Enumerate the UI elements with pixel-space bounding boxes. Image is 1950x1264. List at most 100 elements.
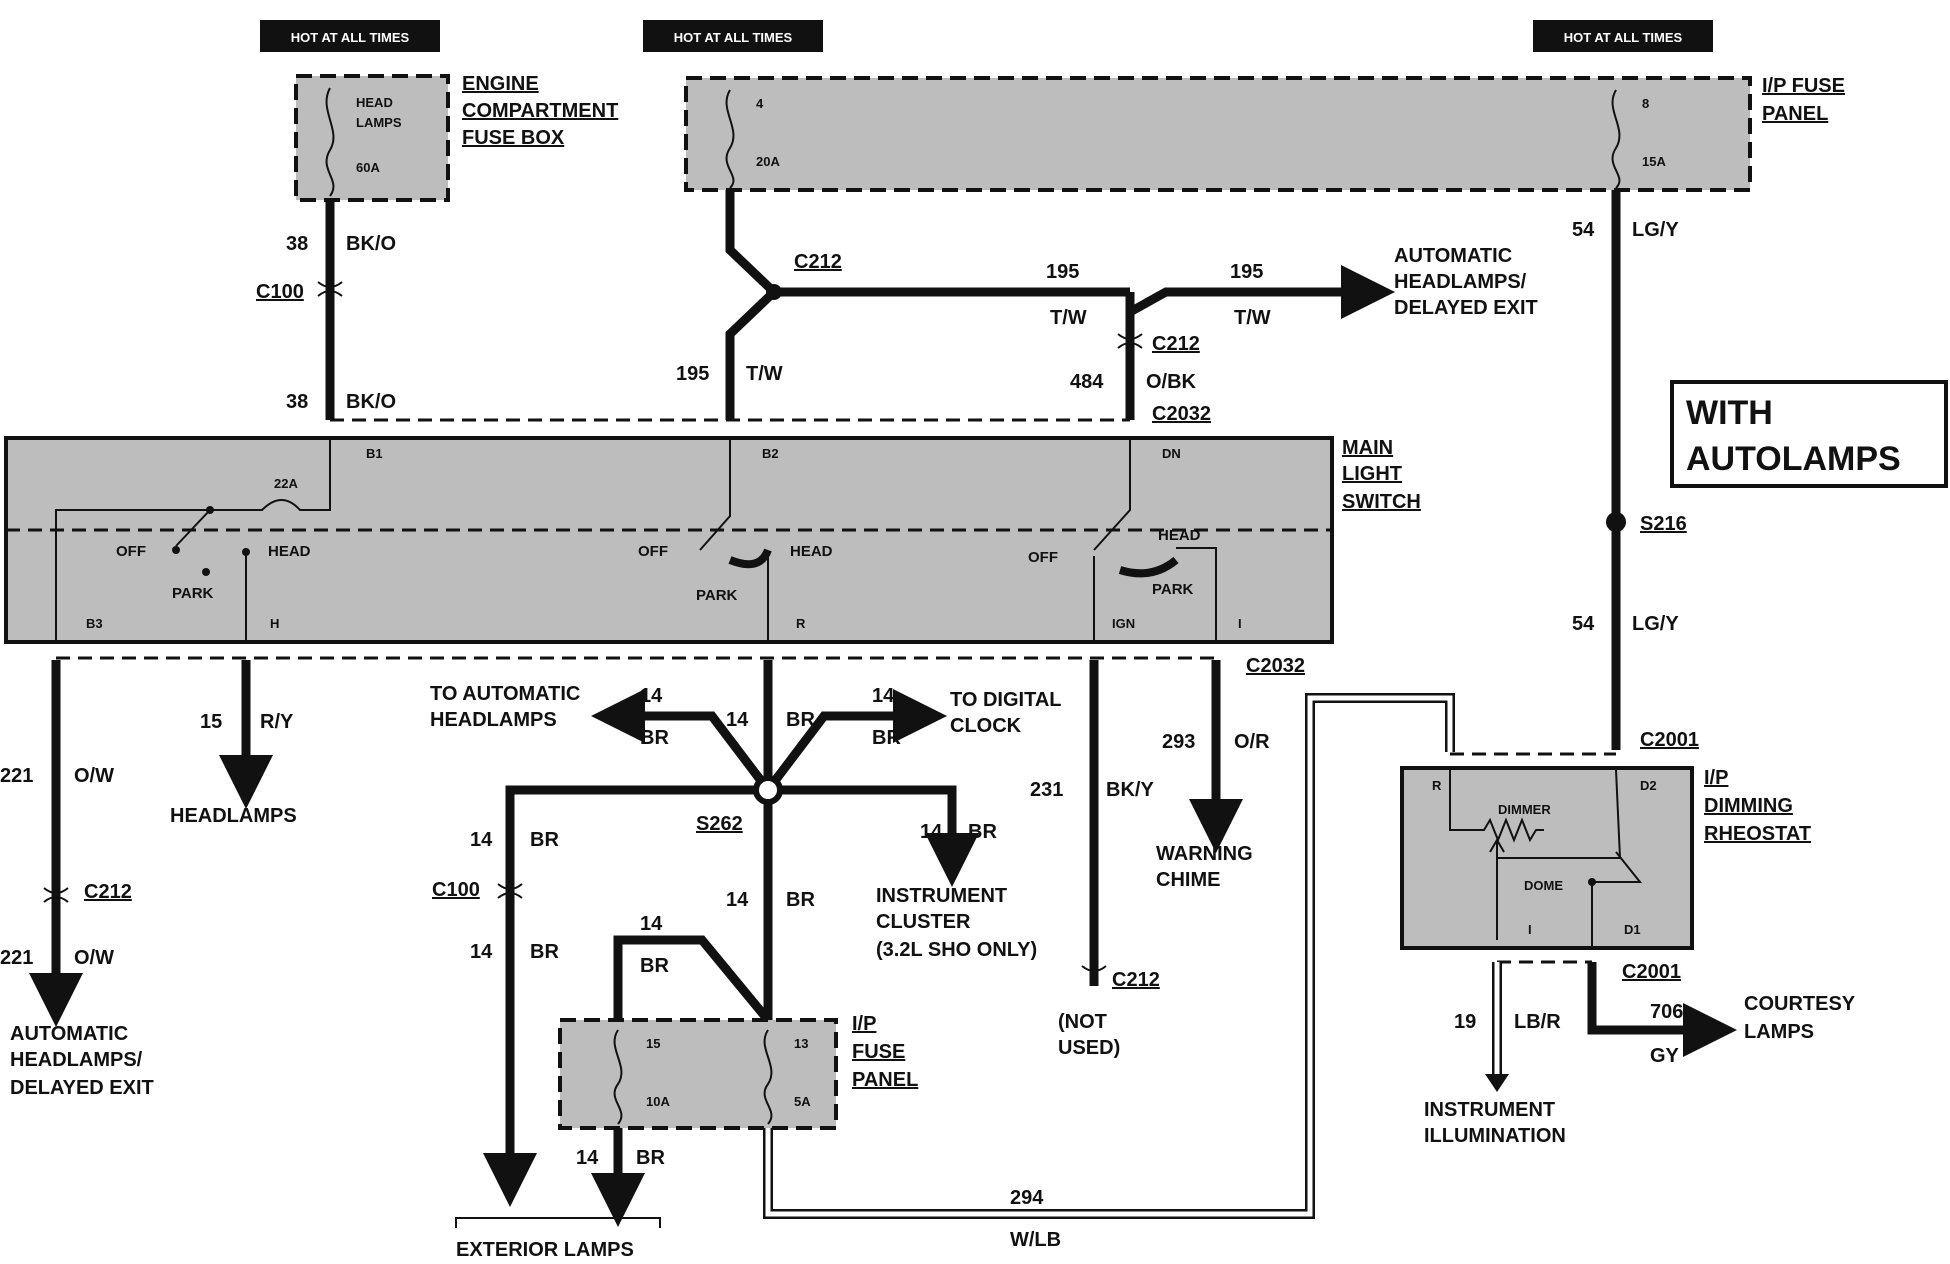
wire-221-label-top: 221	[0, 765, 33, 787]
autolamps-badge	[1670, 380, 1948, 488]
wire-14-label-auto: 14	[640, 685, 663, 707]
wire-gy-label: GY	[1650, 1045, 1680, 1067]
switch-mid-head-bar	[728, 548, 772, 569]
switch-right-contact	[1093, 438, 1131, 551]
wire-14-label-trunk: 14	[726, 709, 749, 731]
fuse-4-rating: 20A	[756, 154, 780, 169]
engine-fuse-box-name-1: ENGINE	[462, 73, 539, 95]
pin-d2-label: D2	[1640, 778, 1657, 793]
wire-38-label-bottom: 38	[286, 391, 308, 413]
wire-br-label-cluster: BR	[968, 821, 997, 843]
wire-br-label-auto: BR	[640, 727, 669, 749]
dest-auto-exit-left-1: AUTOMATIC	[10, 1023, 128, 1045]
wire-14-br-to-clock	[764, 689, 947, 793]
wire-706-label: 706	[1650, 1001, 1683, 1023]
dest-to-auto-1: TO AUTOMATIC	[430, 683, 580, 705]
fuse-4-icon	[725, 89, 735, 189]
switch-ign-i-paths	[1093, 547, 1217, 640]
wire-54-label-bottom: 54	[1572, 613, 1595, 635]
wire-br-label-jumper: BR	[640, 955, 669, 977]
rheostat-resistor-icon	[1449, 770, 1544, 843]
dest-to-clock-2: CLOCK	[950, 715, 1022, 737]
c212-label-notused: C212	[1112, 969, 1160, 991]
dest-courtesy-1: COURTESY	[1744, 993, 1856, 1015]
c100-label-bottom: C100	[432, 879, 480, 901]
wire-195-tw-right	[1127, 265, 1395, 319]
fuse-8-number: 8	[1642, 96, 1649, 111]
wire-706-gy	[1587, 962, 1737, 1057]
wire-br-label-trunk: BR	[786, 709, 815, 731]
wire-lgy-label-bottom: LG/Y	[1632, 613, 1679, 635]
c100-connector-bottom-icon	[497, 883, 523, 899]
fuse-head-label: HEAD	[356, 95, 393, 110]
wire-15-label: 15	[200, 711, 222, 733]
wire-lgy-label-top: LG/Y	[1632, 219, 1679, 241]
switch-mid-park-label: PARK	[696, 587, 738, 604]
wire-br-label-ext-top: BR	[530, 829, 559, 851]
pin-b3-label: B3	[86, 616, 103, 631]
dome-switch-icon	[1592, 851, 1643, 883]
wire-231-label: 231	[1030, 779, 1063, 801]
wire-14-label-ext-bottom: 14	[576, 1147, 599, 1169]
pin-dn-label: DN	[1162, 446, 1181, 461]
dome-label: DOME	[1524, 878, 1563, 893]
dest-to-auto-2: HEADLAMPS	[430, 709, 557, 731]
wire-br-label-fuse13: BR	[786, 889, 815, 911]
wire-38-label-top: 38	[286, 233, 308, 255]
exterior-lamps-bracket	[455, 1217, 661, 1228]
dest-chime-1: WARNING	[1156, 843, 1253, 865]
main-switch-name-2: LIGHT	[1342, 463, 1402, 485]
s216-splice	[1606, 512, 1626, 532]
wire-bko-label-top: BK/O	[346, 233, 396, 255]
wire-195-tw-left	[725, 190, 781, 420]
pin-i-dim-label: I	[1528, 922, 1532, 937]
c212-label-left: C212	[84, 881, 132, 903]
dimming-name-1: I/P	[1704, 767, 1728, 789]
dest-courtesy-2: LAMPS	[1744, 1021, 1814, 1043]
wire-14-label-cluster: 14	[920, 821, 943, 843]
switch-right-off-label: OFF	[1028, 549, 1058, 566]
wire-bko-label-bottom: BK/O	[346, 391, 396, 413]
fuse-4-number: 4	[756, 96, 764, 111]
dest-auto-exit-top-2: HEADLAMPS/	[1394, 271, 1527, 293]
dest-not-used-1: (NOT	[1058, 1011, 1107, 1033]
wire-484-label: 484	[1070, 371, 1104, 393]
wire-br-label-ext-bottom: BR	[636, 1147, 665, 1169]
hot-label-ip-fuse-4: HOT AT ALL TIMES	[643, 20, 823, 52]
wire-or-label: O/R	[1234, 731, 1270, 753]
fuse-60a-label: 60A	[356, 160, 380, 175]
wire-lbr-label: LB/R	[1514, 1011, 1561, 1033]
wire-ow-label-top: O/W	[74, 765, 114, 787]
wire-54-label-top: 54	[1572, 219, 1595, 241]
wire-14-br-exterior-left	[483, 785, 768, 1207]
wire-14-label-ext-mid: 14	[470, 941, 493, 963]
svg-text:HOT AT ALL TIMES: HOT AT ALL TIMES	[1564, 30, 1683, 45]
switch-left-off-label: OFF	[116, 543, 146, 560]
dest-cluster-3: (3.2L SHO ONLY)	[876, 939, 1037, 961]
ip-fuse-bottom-name-2: FUSE	[852, 1041, 905, 1063]
dimming-name-3: RHEOSTAT	[1704, 823, 1811, 845]
dest-headlamps: HEADLAMPS	[170, 805, 297, 827]
fuse-8-rating: 15A	[1642, 154, 1666, 169]
dest-to-clock-1: TO DIGITAL	[950, 689, 1061, 711]
dest-illum-2: ILLUMINATION	[1424, 1125, 1566, 1147]
dest-cluster-1: INSTRUMENT	[876, 885, 1007, 907]
wire-tw-label-right: T/W	[1234, 307, 1271, 329]
switch-left-park-label: PARK	[172, 585, 214, 602]
dimmer-label: DIMMER	[1498, 802, 1551, 817]
pin-h-label: H	[270, 616, 279, 631]
c100-connector-top-icon	[317, 281, 343, 297]
hot-label-engine: HOT AT ALL TIMES	[260, 20, 440, 52]
wire-14-br-cluster	[768, 785, 979, 887]
s216-label: S216	[1640, 513, 1687, 535]
s262-label: S262	[696, 813, 743, 835]
dest-exterior-lamps: EXTERIOR LAMPS	[456, 1239, 634, 1261]
c212-connector-mid-icon	[1117, 333, 1143, 349]
wire-br-label-ext-mid: BR	[530, 941, 559, 963]
wire-14-label-jumper: 14	[640, 913, 663, 935]
wire-14-label-fuse13: 14	[726, 889, 749, 911]
hot-label-ip-fuse-8: HOT AT ALL TIMES	[1533, 20, 1713, 52]
dest-not-used-2: USED)	[1058, 1037, 1120, 1059]
fuse-8-icon	[1611, 89, 1621, 189]
